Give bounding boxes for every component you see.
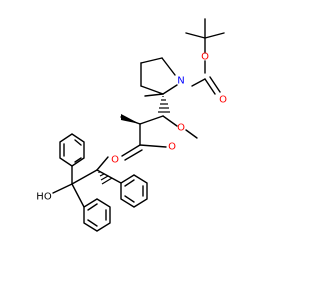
hash	[100, 175, 109, 181]
bond	[161, 57, 176, 76]
bond	[204, 32, 225, 39]
bond	[140, 57, 163, 64]
bond	[87, 203, 98, 211]
phenyl-ring-c	[83, 198, 111, 232]
bond	[52, 183, 73, 194]
bond	[124, 195, 135, 203]
bond	[162, 115, 178, 127]
pyrrolidine-ring	[140, 57, 178, 95]
bond	[204, 78, 216, 95]
benzhydrol-core	[52, 165, 122, 208]
bond	[185, 32, 206, 39]
solid-wedge-bond	[121, 114, 140, 124]
bond	[87, 219, 98, 227]
oxygen-label: O	[168, 142, 176, 153]
oxygen-label: O	[201, 52, 209, 63]
chemical-structure: N O O O O O HO	[36, 18, 227, 232]
bond	[74, 139, 82, 146]
bond	[185, 129, 198, 139]
hash	[101, 177, 113, 185]
nitrogen-label: N	[177, 76, 184, 87]
phenyl-ring-a	[59, 133, 85, 167]
bond	[121, 144, 141, 157]
oxygen-label: O	[177, 123, 185, 134]
oxygen-label: O	[219, 95, 227, 106]
bond	[96, 169, 122, 184]
hashed-wedge-bond	[158, 96, 170, 113]
hash	[99, 173, 105, 177]
hydroxyl-label: HO	[36, 192, 52, 203]
bond	[139, 115, 164, 125]
backbone-chain	[96, 115, 198, 171]
bond	[144, 93, 164, 97]
bond	[71, 169, 98, 185]
bond	[96, 156, 109, 171]
bond	[139, 144, 167, 148]
bond	[162, 84, 178, 95]
bond	[191, 78, 206, 87]
atom-labels: N O O O O O HO	[36, 52, 227, 203]
structure-canvas: N O O O O O HO	[36, 18, 227, 232]
bond	[209, 76, 221, 93]
hashed-wedge-bond-2	[98, 172, 113, 185]
bond	[71, 183, 85, 208]
bond	[74, 157, 82, 163]
ring	[120, 174, 148, 208]
oxygen-label: O	[111, 155, 119, 166]
phenyl-ring-b	[120, 174, 148, 208]
boc-group	[191, 60, 221, 95]
bond	[140, 85, 164, 95]
bond	[124, 179, 135, 187]
ring	[83, 198, 111, 232]
ring	[59, 133, 85, 167]
bond	[124, 149, 143, 161]
tert-butyl-group	[185, 18, 225, 54]
